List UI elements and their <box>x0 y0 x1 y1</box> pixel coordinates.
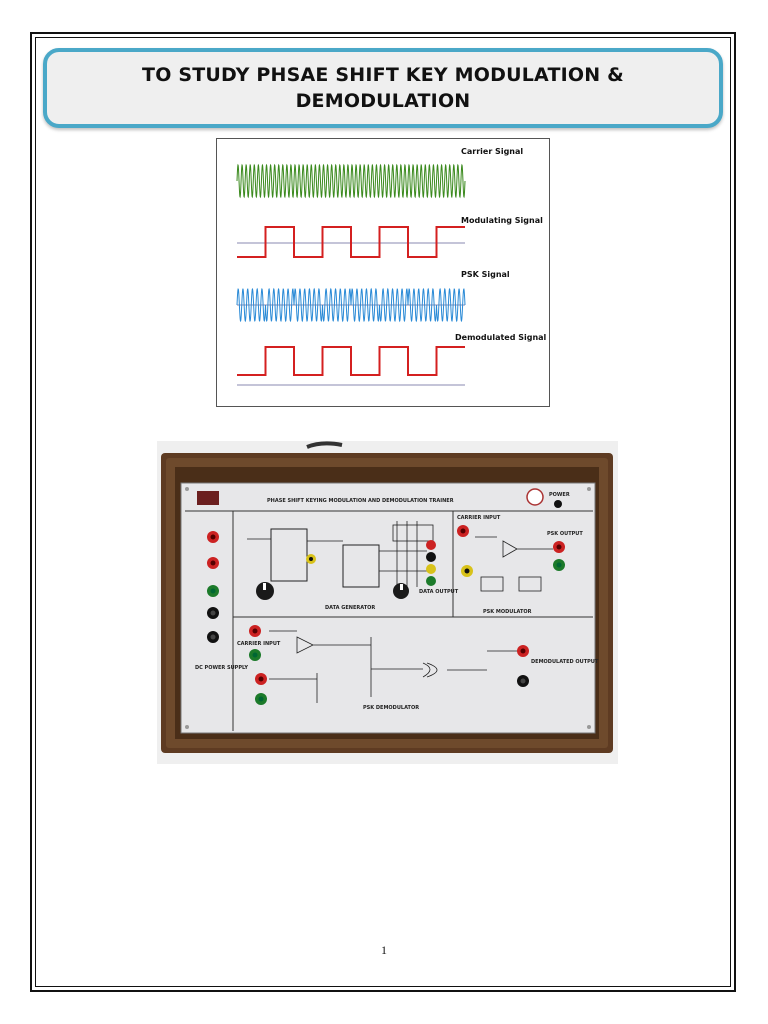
data-generator-label: DATA GENERATOR <box>325 605 375 611</box>
demodulated-signal-label: Demodulated Signal <box>455 333 547 342</box>
panel-title: PHASE SHIFT KEYING MODULATION AND DEMODU… <box>267 498 454 504</box>
psk-output-label: PSK OUTPUT <box>547 531 583 537</box>
data-output-label: DATA OUTPUT <box>419 589 459 595</box>
power-label: POWER <box>549 492 570 498</box>
psk-waveform <box>236 287 466 323</box>
waveform-diagram: Carrier Signal Modulating Signal PSK Sig… <box>236 147 547 386</box>
carrier-input-label-demod: CARRIER INPUT <box>237 641 281 647</box>
page-number: 1 <box>381 943 387 957</box>
title-line-1: TO STUDY PHSAE SHIFT KEY MODULATION & <box>142 64 624 86</box>
dc-power-supply-label: DC POWER SUPPLY <box>195 665 248 671</box>
trainer-kit-photo: PHASE SHIFT KEYING MODULATION AND DEMODU… <box>157 441 618 764</box>
psk-signal-label: PSK Signal <box>461 270 510 279</box>
psk-waveform-figure: Carrier Signal Modulating Signal PSK Sig… <box>216 138 550 407</box>
title-line-2: DEMODULATION <box>295 90 471 112</box>
carrier-signal-label: Carrier Signal <box>461 147 523 156</box>
demodulated-waveform <box>237 346 465 376</box>
carrier-input-label-mod: CARRIER INPUT <box>457 515 501 521</box>
modulating-signal-label: Modulating Signal <box>461 216 543 225</box>
demodulated-output-label: DEMODULATED OUTPUT <box>531 659 599 665</box>
modulating-waveform <box>237 226 465 258</box>
carrier-waveform <box>236 163 466 199</box>
page-border-outer <box>30 32 736 992</box>
psk-modulator-label: PSK MODULATOR <box>483 609 532 615</box>
page-border-inner <box>35 37 731 987</box>
title-box: TO STUDY PHSAE SHIFT KEY MODULATION & DE… <box>43 48 723 128</box>
psk-demodulator-label: PSK DEMODULATOR <box>363 705 419 711</box>
trainer-kit-illustration: PHASE SHIFT KEYING MODULATION AND DEMODU… <box>157 441 618 764</box>
